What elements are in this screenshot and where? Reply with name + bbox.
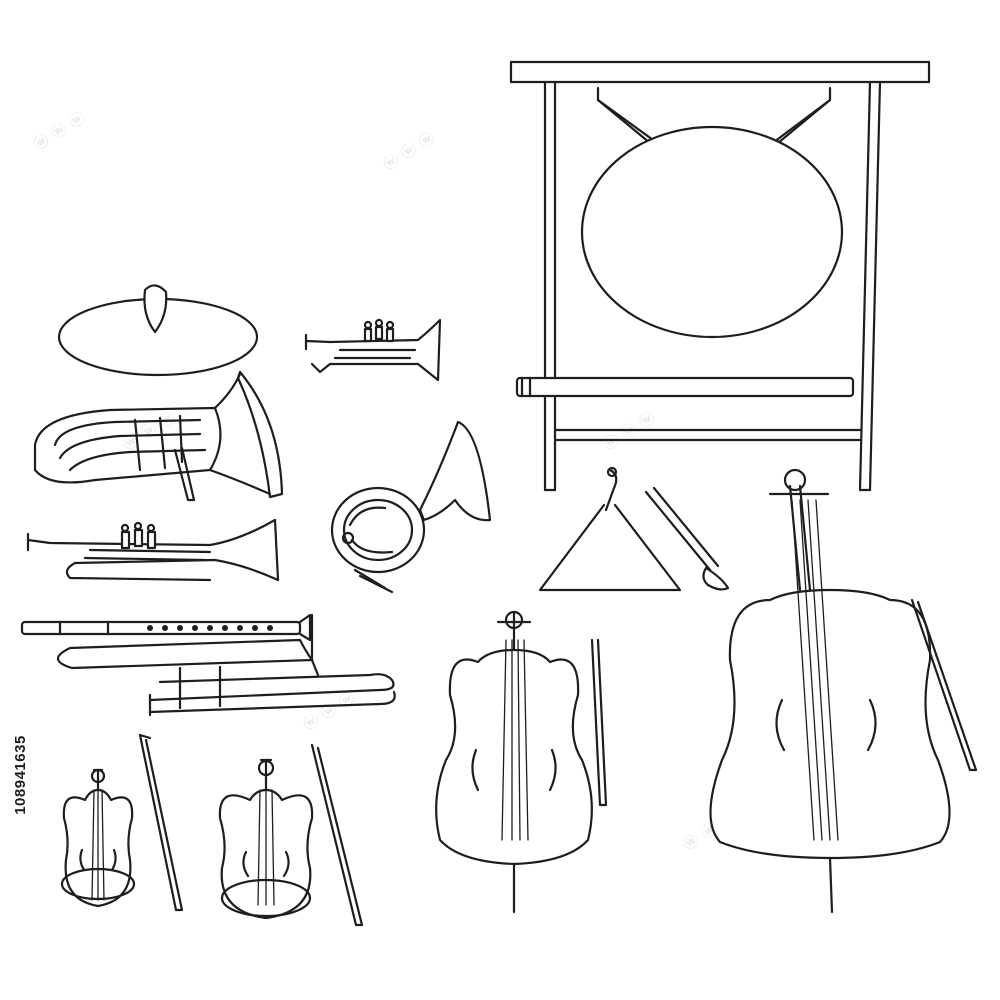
cello bbox=[435, 610, 608, 914]
french-horn bbox=[330, 420, 492, 594]
triangle bbox=[538, 466, 730, 592]
stock-image-id: 108941635 bbox=[12, 735, 29, 815]
flute bbox=[20, 613, 312, 642]
trombone bbox=[56, 613, 396, 717]
violin bbox=[60, 733, 184, 912]
viola bbox=[218, 743, 364, 927]
trumpet bbox=[26, 518, 280, 582]
gong bbox=[509, 60, 931, 492]
cymbal bbox=[57, 284, 259, 377]
tuba bbox=[33, 370, 284, 502]
cornet bbox=[304, 318, 442, 382]
gong-disc bbox=[580, 125, 844, 339]
double-bass bbox=[709, 468, 978, 914]
